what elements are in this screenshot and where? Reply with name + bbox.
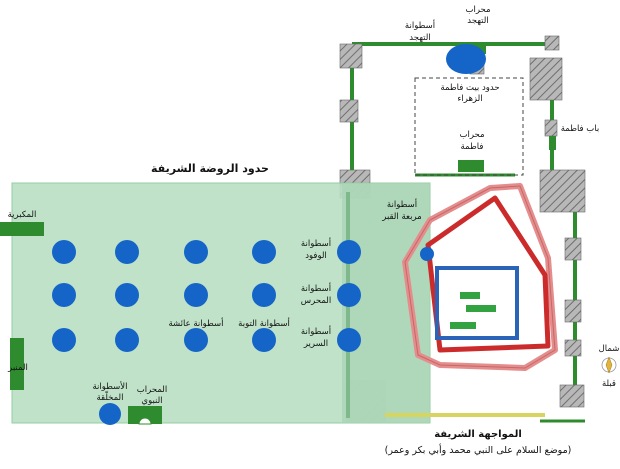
label-murabba-2: مربعة القبر [381,212,421,222]
label-tahajjud-mihrab-2: التهجد [467,16,488,26]
label-fatima-mihrab-2: فاطمة [461,142,484,152]
column-r1c2 [115,240,139,264]
label-mukhallaqa-2: المخلّقة [96,390,123,403]
label-tawba: أسطوانة التوبة [238,317,290,329]
label-muwajaha-2: (موضع السلام على النبي محمد وأبي بكر وعم… [385,443,572,456]
mihrab-nabawi-block [128,406,162,424]
label-sarir-2: السرير [303,339,328,349]
column-r2c1 [52,283,76,307]
label-mukabbariya: المكبرية [8,210,37,220]
column-mukhallaqa [99,403,121,425]
column-r3c3 [184,328,208,352]
label-muwajaha-1: المواجهة الشريفة [434,429,522,440]
fatima-mihrab-block [458,160,484,172]
label-minbar: المنبر [7,363,28,373]
label-aisha: أسطوانة عائشة [168,317,223,329]
column-sarir [337,328,361,352]
label-wufud-1: أسطوانة [301,237,331,249]
label-fatima-house-1: حدود بيت فاطمة [440,83,499,93]
column-r1c4 [252,240,276,264]
label-north: شمال [599,344,620,354]
columns [52,44,486,425]
label-mihrab-nabawi-2: النبوي [141,396,162,406]
label-fatima-gate: باب فاطمة [561,124,600,134]
label-mihras-1: أسطوانة [301,282,331,294]
label-tahajjud-col-1: أسطوانة [405,19,435,31]
label-sarir-1: أسطوانة [301,325,331,337]
fatima-gate-marker [549,136,556,150]
fatima-house-boundary [414,77,524,176]
column-mihras [337,283,361,307]
column-wufud [337,240,361,264]
compass-icon [601,356,617,374]
label-tahajjud-col-2: التهجد [409,33,430,43]
column-murabba [420,247,434,261]
label-fatima-house-2: الزهراء [457,94,482,104]
label-wufud-2: الوفود [305,251,327,261]
column-tahajjud [446,44,486,74]
label-mukhallaqa-1: الأسطوانة [93,381,128,392]
column-r3c2 [115,328,139,352]
label-murabba-1: أسطوانة [387,198,417,210]
prophet-chamber [402,183,558,371]
column-r3c1 [52,328,76,352]
column-r1c3 [184,240,208,264]
column-r2c2 [115,283,139,307]
minbar-block [10,338,24,390]
column-r2c4 [252,283,276,307]
column-r2c3 [184,283,208,307]
mukabbariya-platform [0,222,44,236]
label-mihrab-nabawi-1: المحراب [137,385,167,395]
label-mihras-2: المحرس [301,296,331,306]
label-rawdah-boundary: حدود الروضة الشريفة [151,162,269,175]
label-qibla: قبلة [602,379,616,389]
label-tahajjud-mihrab-1: محراب [465,5,490,15]
column-r1c1 [52,240,76,264]
column-r3c4 [252,328,276,352]
label-fatima-mihrab-1: محراب [459,130,484,140]
rawdah-zone [11,182,431,424]
